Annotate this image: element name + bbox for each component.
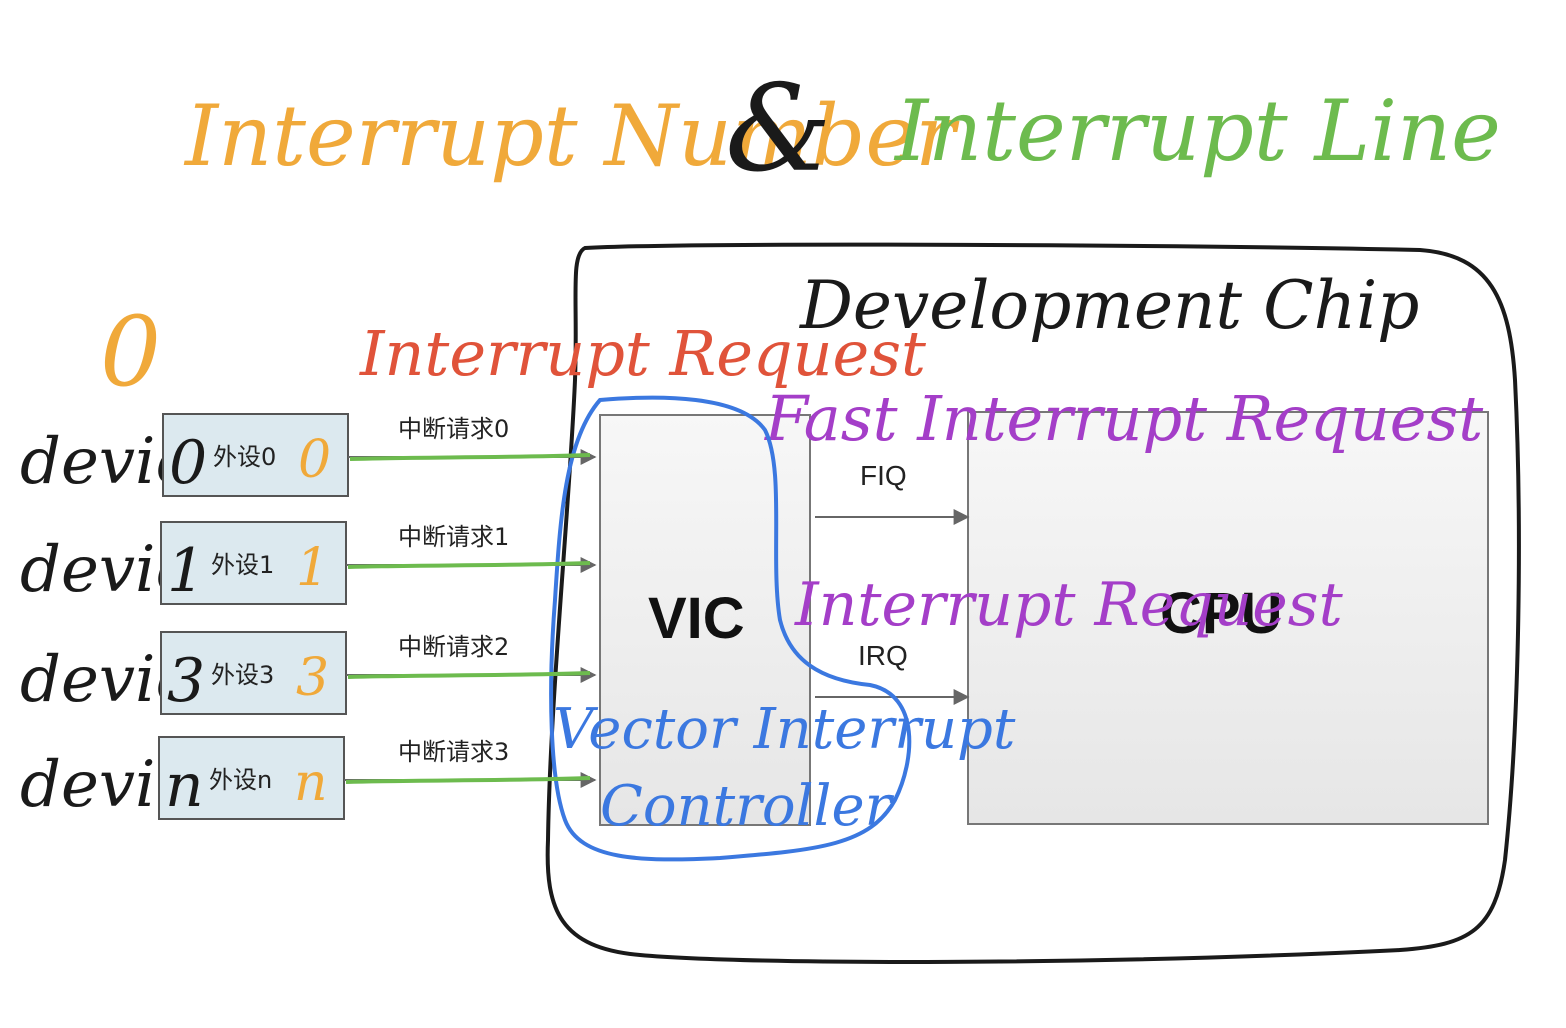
interrupt-request-label: 中断请求1 xyxy=(398,523,509,551)
number-header: 0 xyxy=(100,296,161,408)
irq-annotation: Interrupt Request xyxy=(794,570,1344,640)
interrupt-request-label: Interrupt Request xyxy=(359,317,926,390)
interrupt-request-label: 中断请求3 xyxy=(398,738,509,766)
vic-highlight-outline xyxy=(549,395,912,862)
cpu-label: CPU xyxy=(1160,581,1282,646)
device-number-black: 1 xyxy=(167,536,205,606)
interrupt-line-highlight xyxy=(349,453,591,461)
fiq-annotation: Fast Interrupt Request xyxy=(764,382,1483,455)
interrupt-number-orange: 3 xyxy=(296,648,329,708)
interrupt-line-highlight xyxy=(347,561,591,569)
peripheral-label: 外设0 xyxy=(213,443,276,471)
vic-annotation-line2: Controller xyxy=(600,774,895,839)
interrupt-number-orange: 1 xyxy=(296,538,329,598)
fiq-label: FIQ xyxy=(860,460,907,491)
peripheral-box xyxy=(160,521,347,605)
interrupt-number-orange: n xyxy=(294,753,328,813)
interrupt-number-orange: 0 xyxy=(298,430,331,490)
development-chip-boundary xyxy=(545,242,1521,964)
peripheral-label: 外设1 xyxy=(211,551,274,579)
vic-label: VIC xyxy=(648,586,745,651)
peripheral-label: 外设3 xyxy=(211,661,274,689)
interrupt-request-label: 中断请求0 xyxy=(398,415,509,443)
irq-label: IRQ xyxy=(858,640,908,671)
device-number-black: n xyxy=(165,751,204,821)
title-interrupt-number: Interrupt Number xyxy=(183,87,960,185)
vic-annotation-line1: Vector Interrupt xyxy=(553,697,1016,762)
chip-label: Development Chip xyxy=(799,267,1419,344)
title-ampersand: & xyxy=(725,60,832,199)
device-number-black: 0 xyxy=(169,428,207,498)
title-interrupt-line: Interrupt Line xyxy=(893,82,1501,180)
peripheral-label: 外设n xyxy=(209,766,272,794)
peripheral-box xyxy=(160,631,347,715)
interrupt-line-highlight xyxy=(347,671,591,679)
peripheral-box xyxy=(162,413,349,497)
device-number-black: 3 xyxy=(167,646,205,716)
peripheral-box xyxy=(158,736,345,820)
interrupt-request-label: 中断请求2 xyxy=(398,633,509,661)
cpu-block xyxy=(967,411,1489,825)
interrupt-line-highlight xyxy=(345,776,591,784)
